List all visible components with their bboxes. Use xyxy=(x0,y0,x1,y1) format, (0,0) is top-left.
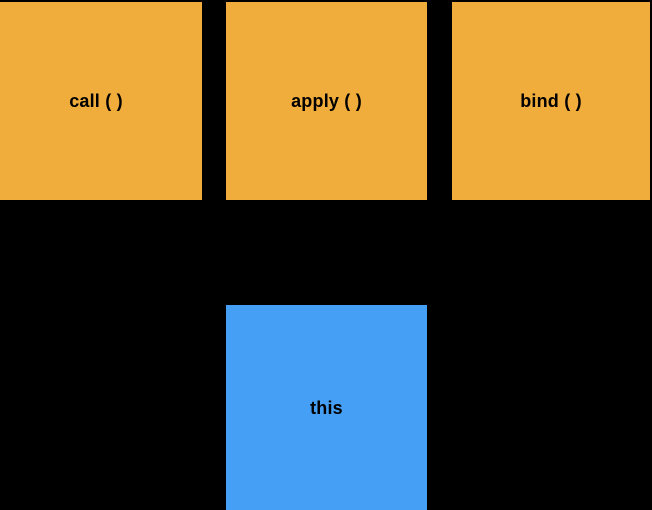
node-this-label: this xyxy=(310,397,343,418)
node-apply[interactable]: apply ( ) xyxy=(226,2,427,200)
node-this[interactable]: this xyxy=(226,305,427,510)
node-call[interactable]: call ( ) xyxy=(0,2,202,200)
node-call-label: call ( ) xyxy=(69,91,123,111)
node-bind[interactable]: bind ( ) xyxy=(452,2,650,200)
node-apply-label: apply ( ) xyxy=(291,91,362,111)
node-bind-label: bind ( ) xyxy=(520,91,582,111)
